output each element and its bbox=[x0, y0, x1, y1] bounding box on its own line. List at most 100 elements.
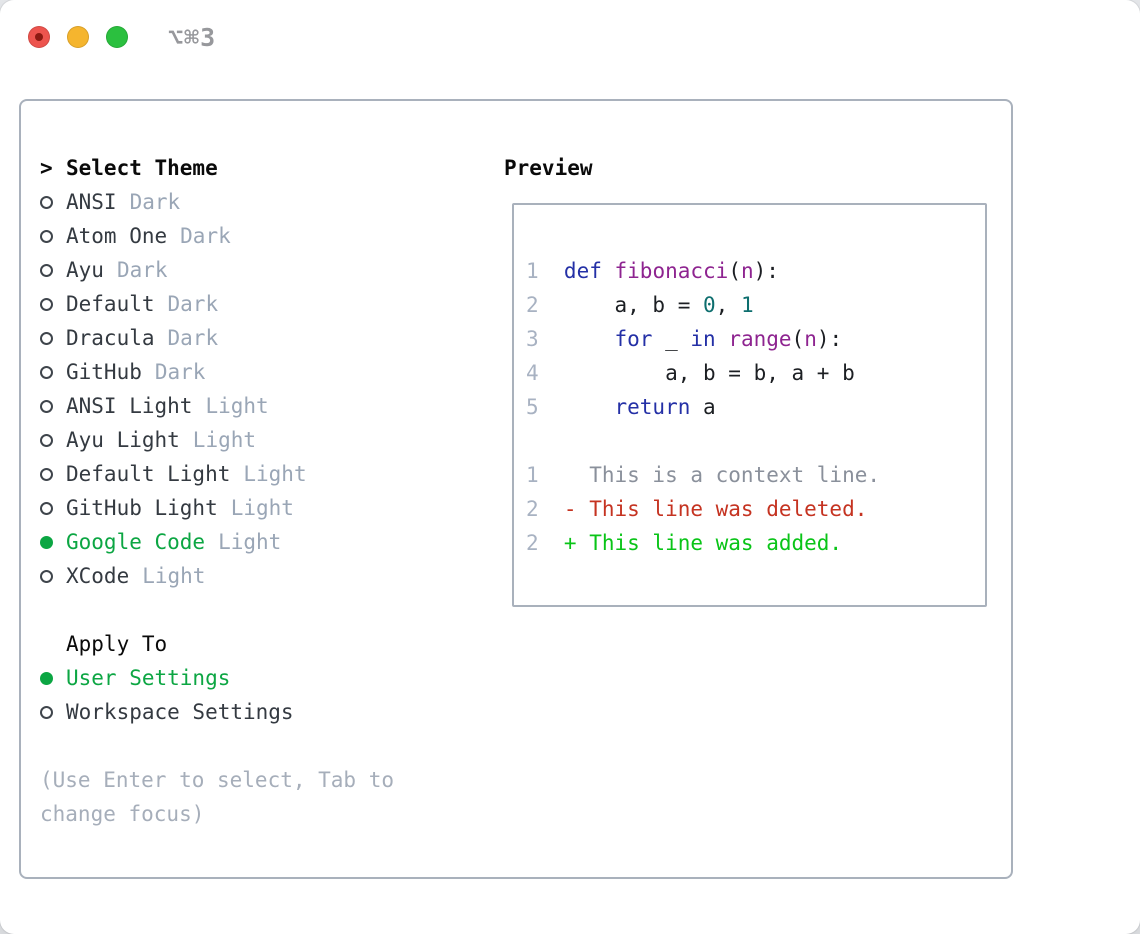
radio-icon bbox=[40, 229, 66, 243]
spacer-row bbox=[40, 593, 480, 627]
theme-variant-tag: Light bbox=[205, 394, 269, 418]
select-theme-title: Select Theme bbox=[66, 156, 218, 180]
theme-variant-tag: Light bbox=[230, 496, 294, 520]
line-number bbox=[526, 424, 539, 458]
radio-icon bbox=[40, 331, 66, 345]
preview-line: 5 return a bbox=[526, 390, 973, 424]
theme-option-ayu[interactable]: Ayu Dark bbox=[40, 253, 480, 287]
theme-option-label: Ayu Light bbox=[66, 428, 180, 452]
preview-line bbox=[526, 424, 973, 458]
line-content: + This line was added. bbox=[563, 531, 843, 555]
apply-option-label: Workspace Settings bbox=[66, 700, 294, 724]
theme-option-label: Dracula bbox=[66, 326, 155, 350]
zoom-button[interactable] bbox=[106, 26, 128, 48]
radio-icon bbox=[40, 433, 66, 447]
theme-variant-tag: Dark bbox=[116, 258, 168, 282]
preview-line: 2 + This line was added. bbox=[526, 526, 973, 560]
hint-text: (Use Enter to select, Tab to change focu… bbox=[40, 768, 395, 826]
preview-line: 1 This is a context line. bbox=[526, 458, 973, 492]
radio-icon bbox=[40, 705, 66, 719]
line-content: for _ in range(n): bbox=[614, 327, 843, 351]
theme-option-google-code[interactable]: Google Code Light bbox=[40, 525, 480, 559]
theme-variant-tag: Dark bbox=[167, 326, 219, 350]
line-content: This is a context line. bbox=[563, 463, 880, 487]
theme-variant-tag: Light bbox=[243, 462, 307, 486]
radio-icon bbox=[40, 501, 66, 515]
theme-option-label: Atom One bbox=[66, 224, 168, 248]
theme-option-github[interactable]: GitHub Dark bbox=[40, 355, 480, 389]
line-number: 2 bbox=[526, 293, 539, 317]
preview-line: 2- This line was deleted. bbox=[526, 492, 973, 526]
theme-option-label: GitHub bbox=[66, 360, 142, 384]
theme-variant-tag: Dark bbox=[167, 292, 219, 316]
preview-line: 4 a, b = b, a + b bbox=[526, 356, 973, 390]
radio-icon bbox=[40, 365, 66, 379]
apply-option-user-settings[interactable]: User Settings bbox=[40, 661, 480, 695]
apply-to-header: Apply To bbox=[40, 627, 480, 661]
theme-option-label: Default bbox=[66, 292, 155, 316]
preview-line: 3 for _ in range(n): bbox=[526, 322, 973, 356]
preview-line: 1 def fibonacci(n): bbox=[526, 254, 973, 288]
radio-icon bbox=[40, 467, 66, 481]
spacer-row bbox=[40, 729, 480, 763]
theme-option-dracula[interactable]: Dracula Dark bbox=[40, 321, 480, 355]
radio-selected-icon bbox=[40, 671, 66, 685]
apply-to-title: Apply To bbox=[66, 632, 168, 656]
close-dot-icon bbox=[35, 33, 43, 41]
theme-variant-tag: Dark bbox=[180, 224, 231, 248]
window-title: ⌥⌘3 bbox=[168, 23, 217, 52]
line-number: 3 bbox=[526, 327, 539, 351]
theme-option-label: ANSI bbox=[66, 190, 117, 214]
line-number: 2 bbox=[526, 531, 539, 555]
preview-title: Preview bbox=[504, 156, 593, 180]
cursor-marker-icon: > bbox=[40, 156, 53, 180]
apply-option-label: User Settings bbox=[66, 666, 231, 690]
select-theme-header: > Select Theme bbox=[40, 151, 480, 185]
line-content: return a bbox=[614, 395, 716, 419]
theme-variant-tag: Dark bbox=[154, 360, 206, 384]
titlebar: ⌥⌘3 bbox=[0, 0, 1140, 74]
line-number: 4 bbox=[526, 361, 539, 385]
theme-option-label: Default Light bbox=[66, 462, 231, 486]
theme-option-label: ANSI Light bbox=[66, 394, 193, 418]
theme-variant-tag: Light bbox=[218, 530, 282, 554]
theme-option-ayu-light[interactable]: Ayu Light Light bbox=[40, 423, 480, 457]
line-content: a, b = b, a + b bbox=[563, 361, 855, 385]
radio-icon bbox=[40, 263, 66, 277]
line-content: def fibonacci(n): bbox=[563, 259, 779, 283]
radio-icon bbox=[40, 569, 66, 583]
theme-option-default-light[interactable]: Default Light Light bbox=[40, 457, 480, 491]
theme-option-github-light[interactable]: GitHub Light Light bbox=[40, 491, 480, 525]
theme-option-label: Google Code bbox=[66, 530, 206, 554]
theme-variant-tag: Light bbox=[192, 428, 257, 452]
minimize-button[interactable] bbox=[67, 26, 89, 48]
radio-icon bbox=[40, 399, 66, 413]
line-content: a, b = 0, 1 bbox=[563, 293, 754, 317]
preview-line: 2 a, b = 0, 1 bbox=[526, 288, 973, 322]
theme-option-label: GitHub Light bbox=[66, 496, 218, 520]
theme-option-ansi[interactable]: ANSI Dark bbox=[40, 185, 480, 219]
radio-selected-icon bbox=[40, 535, 66, 549]
apply-option-workspace-settings[interactable]: Workspace Settings bbox=[40, 695, 480, 729]
line-number: 5 bbox=[526, 395, 539, 419]
line-content: - This line was deleted. bbox=[563, 497, 868, 521]
theme-option-default[interactable]: Default Dark bbox=[40, 287, 480, 321]
radio-icon bbox=[40, 195, 66, 209]
close-button[interactable] bbox=[28, 26, 50, 48]
theme-option-ansi-light[interactable]: ANSI Light Light bbox=[40, 389, 480, 423]
line-number: 1 bbox=[526, 259, 539, 283]
theme-option-atom-one[interactable]: Atom One Dark bbox=[40, 219, 480, 253]
theme-variant-tag: Dark bbox=[129, 190, 181, 214]
line-number: 1 bbox=[526, 463, 539, 487]
theme-variant-tag: Light bbox=[142, 564, 206, 588]
theme-option-label: Ayu bbox=[66, 258, 104, 282]
